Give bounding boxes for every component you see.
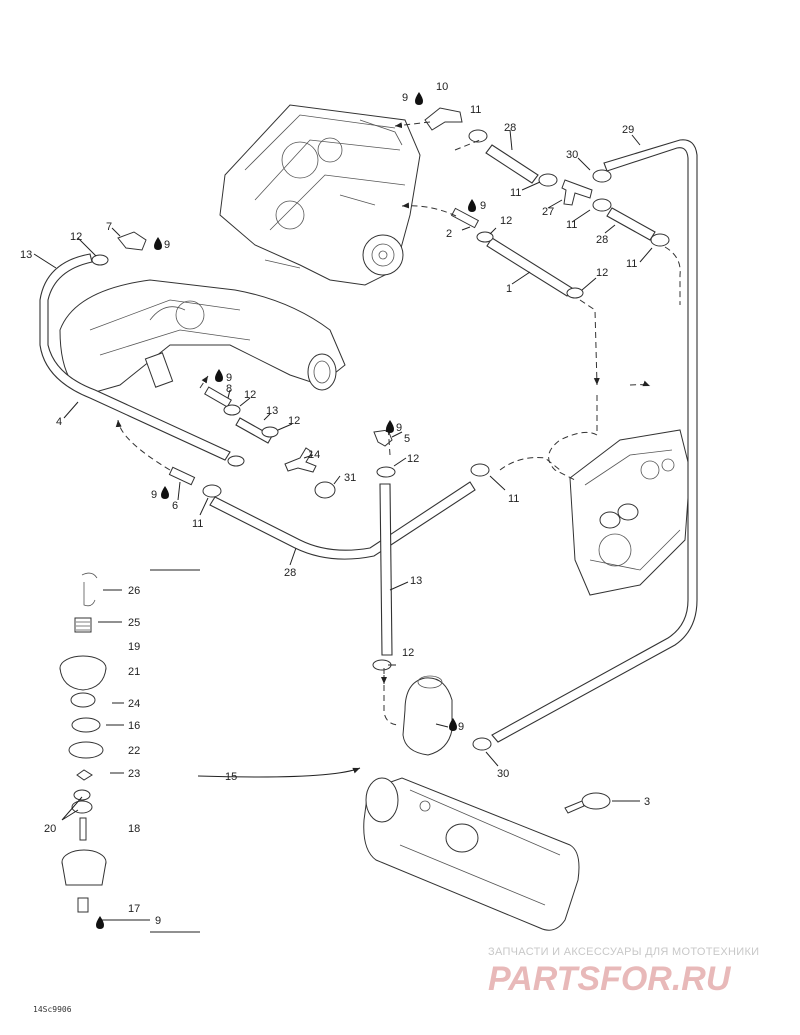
hose-28-top <box>485 144 539 184</box>
part-label: 12 <box>402 647 414 659</box>
hose-13-loop <box>39 253 231 461</box>
part-label: 12 <box>596 267 608 279</box>
part-label: 31 <box>344 472 356 484</box>
part-label: 2 <box>446 228 452 240</box>
part-label: 16 <box>128 720 140 732</box>
part-label: 4 <box>56 416 62 428</box>
part-label: 11 <box>192 518 203 530</box>
part-label: 19 <box>128 641 140 653</box>
watermark: ЗАПЧАСТИ И АКСЕССУАРЫ ДЛЯ МОТОТЕХНИКИ PA… <box>488 946 759 998</box>
part-label: 10 <box>436 81 448 93</box>
fittings <box>91 107 670 814</box>
part-label: 28 <box>284 567 296 579</box>
part-label: 13 <box>266 405 278 417</box>
part-label: 21 <box>128 666 140 678</box>
part-label: 12 <box>288 415 300 427</box>
part-label: 22 <box>128 745 140 757</box>
part-label: 3 <box>644 796 650 808</box>
water-box-muffler <box>363 777 580 931</box>
part-label: 12 <box>70 231 82 243</box>
hose-28-bottom <box>209 481 476 560</box>
part-label: 11 <box>566 219 577 231</box>
part-label: 18 <box>128 823 140 835</box>
part-label: 29 <box>622 124 634 136</box>
part-label: 28 <box>596 234 608 246</box>
part-label: 25 <box>128 617 140 629</box>
part-label: 26 <box>128 585 140 597</box>
part-label: 9 <box>164 239 170 251</box>
hose-1 <box>486 237 573 297</box>
hose-13-short <box>235 417 273 444</box>
part-label: 12 <box>500 215 512 227</box>
part-label: 9 <box>480 200 486 212</box>
engine-block <box>219 104 421 286</box>
part-label: 11 <box>470 104 481 116</box>
part-label: 6 <box>172 500 178 512</box>
tuned-pipe-housing <box>59 279 346 396</box>
resonator <box>402 675 453 756</box>
part-label: 12 <box>407 453 419 465</box>
part-label: 11 <box>508 493 519 505</box>
part-label: 13 <box>410 575 422 587</box>
leader-lines <box>33 129 653 933</box>
part-label: 9 <box>396 422 402 434</box>
part-label: 20 <box>44 823 56 835</box>
part-label: 1 <box>506 283 512 295</box>
drawing-reference: 14Sc9906 <box>33 1005 72 1014</box>
part-label: 30 <box>497 768 509 780</box>
part-label: 11 <box>510 187 521 199</box>
hose-28-right <box>606 207 656 241</box>
part-label: 14 <box>308 449 320 461</box>
part-label: 15 <box>225 771 237 783</box>
part-label: 5 <box>404 433 410 445</box>
valve-assembly <box>59 572 107 913</box>
hose-29 <box>491 139 698 743</box>
part-label: 9 <box>155 915 161 927</box>
watermark-subtitle: ЗАПЧАСТИ И АКСЕССУАРЫ ДЛЯ МОТОТЕХНИКИ <box>488 946 759 958</box>
part-label: 17 <box>128 903 140 915</box>
hose-13-vertical <box>379 483 393 656</box>
part-label: 12 <box>244 389 256 401</box>
part-label: 9 <box>458 721 464 733</box>
part-label: 11 <box>626 258 637 270</box>
part-label: 13 <box>20 249 32 261</box>
part-label: 24 <box>128 698 140 710</box>
part-label: 30 <box>566 149 578 161</box>
part-label: 9 <box>151 489 157 501</box>
part-label: 27 <box>542 206 554 218</box>
sealant-drop-icon <box>96 92 476 929</box>
part-label: 9 <box>402 92 408 104</box>
part-label: 7 <box>106 221 112 233</box>
part-labels: 9 10 11 28 29 30 11 27 11 28 11 9 2 12 1… <box>20 81 650 927</box>
watermark-brand: PARTSFOR.RU <box>488 960 732 998</box>
exhaust-manifold <box>569 429 691 596</box>
part-label: 8 <box>226 383 232 395</box>
part-label: 28 <box>504 122 516 134</box>
part-label: 9 <box>226 372 232 384</box>
part-label: 23 <box>128 768 140 780</box>
